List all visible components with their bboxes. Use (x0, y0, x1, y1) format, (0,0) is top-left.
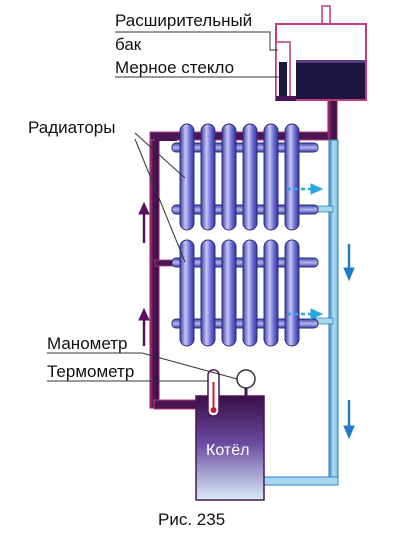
thermometer-label: Термометр (47, 362, 135, 381)
gauge-glass (275, 41, 296, 101)
expansion-tank (275, 5, 367, 101)
hot-riser-pipe (149, 97, 338, 410)
figure-caption: Рис. 235 (158, 510, 226, 529)
radiator-section (221, 123, 237, 231)
flow-arrow-out (287, 183, 324, 195)
flow-arrow-up (138, 201, 150, 243)
flow-arrow-down (343, 244, 355, 282)
radiator-section (284, 123, 300, 231)
boiler-label: Котёл (206, 442, 250, 459)
radiator-section (263, 239, 279, 347)
radiators-label: Радиаторы (28, 118, 116, 137)
radiator-section (200, 239, 216, 347)
flow-arrow-up (138, 307, 150, 346)
radiator-section (221, 239, 237, 347)
thermometer-icon (207, 369, 220, 417)
expansion-tank-label-line2: бак (115, 35, 142, 54)
radiator-section (200, 123, 216, 231)
flow-arrow-out (287, 308, 324, 320)
radiator-fins (179, 123, 300, 347)
radiator-section (242, 123, 258, 231)
gauge-glass-label: Мерное стекло (115, 58, 235, 77)
radiator-section (284, 239, 300, 347)
expansion-tank-label: Расширительный (115, 11, 253, 30)
cold-return-pipe (261, 139, 339, 486)
manometer-icon (236, 369, 256, 398)
manometer-label: Манометр (47, 334, 128, 353)
radiator-section (263, 123, 279, 231)
flow-arrow-down (343, 400, 355, 440)
radiator-section (242, 239, 258, 347)
label-leader-lines (47, 31, 280, 382)
boiler (195, 395, 265, 501)
radiator-section (179, 123, 195, 231)
radiator-section (179, 239, 195, 347)
